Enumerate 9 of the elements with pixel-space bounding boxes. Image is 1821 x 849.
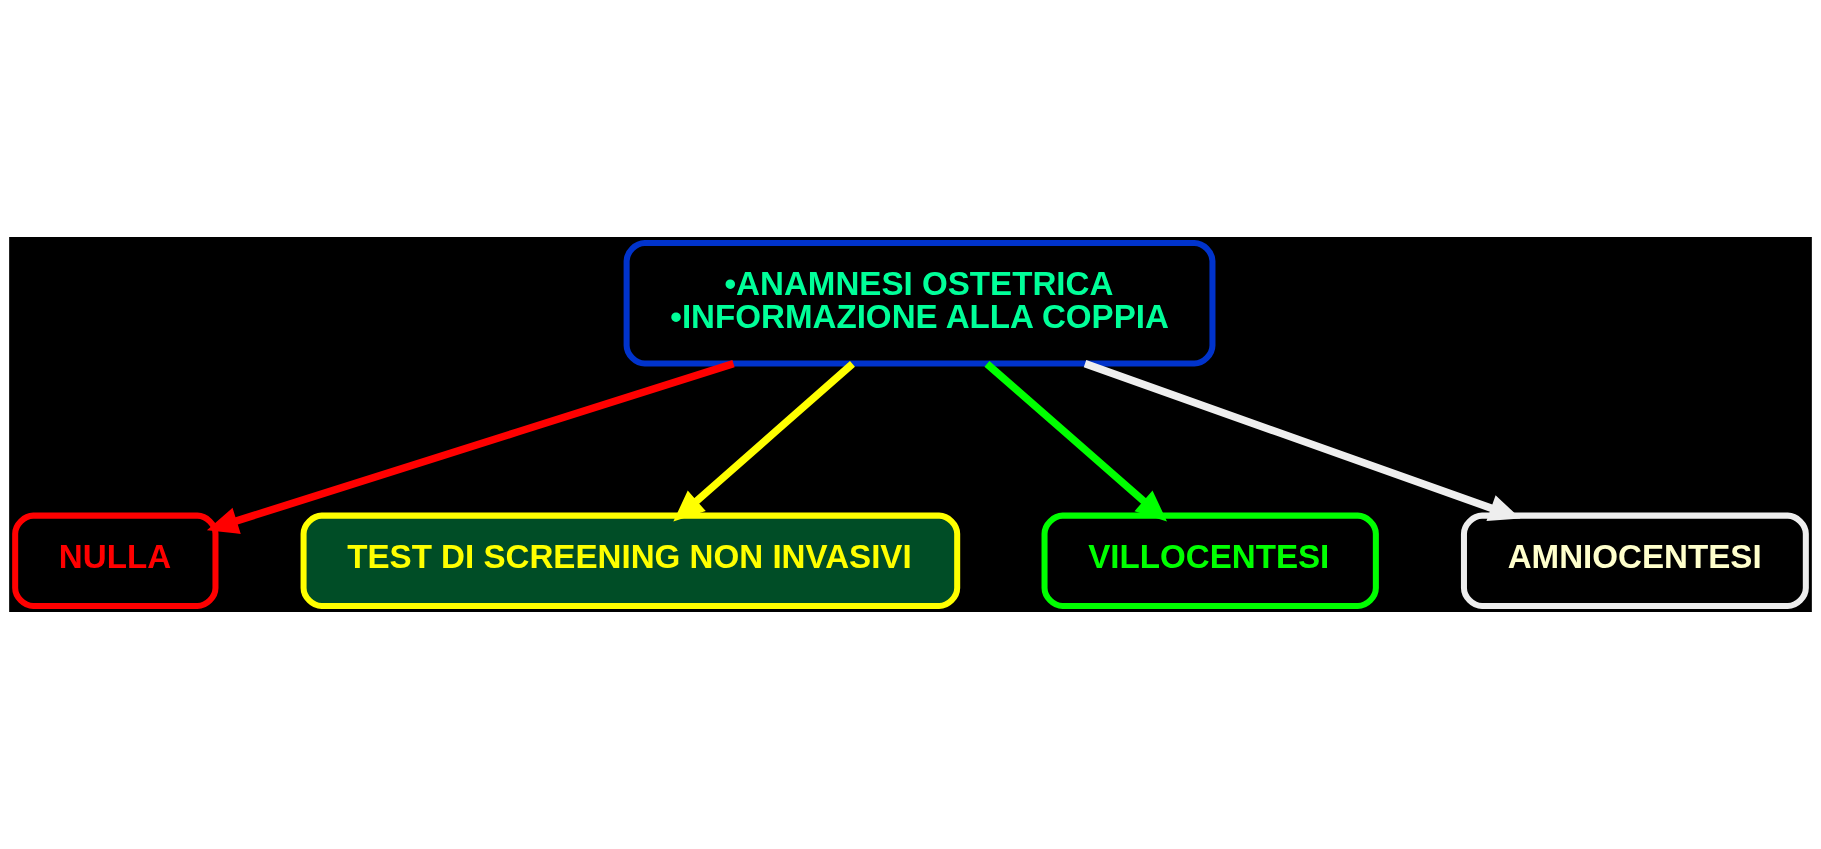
arrow (1083, 360, 1521, 521)
arrow (206, 360, 735, 534)
node-box: TEST DI SCREENING NON INVASIVI (300, 512, 961, 609)
arrow (673, 361, 855, 522)
node-box: NULLA (12, 512, 219, 609)
node-box: •ANAMNESI OSTETRICA •INFORMAZIONE ALLA COPPIA (623, 240, 1216, 367)
arrow (984, 361, 1167, 522)
node-box: AMNIOCENTESI (1460, 512, 1809, 609)
node-box: VILLOCENTESI (1041, 512, 1379, 609)
